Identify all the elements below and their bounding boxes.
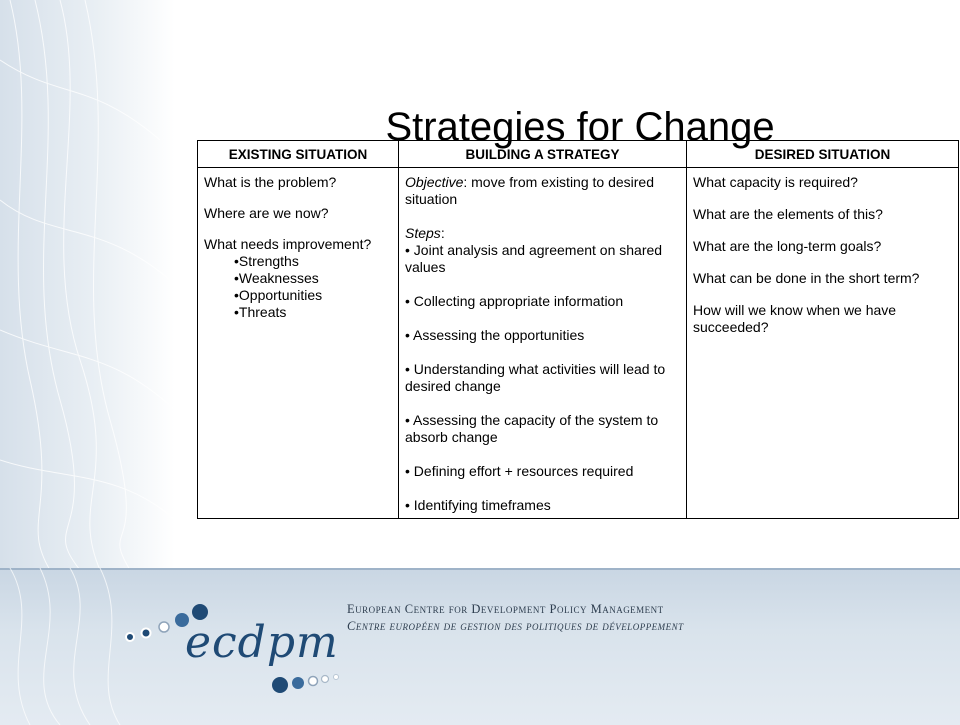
- footer-divider: [0, 568, 960, 570]
- step-item: • Joint analysis and agreement on shared…: [405, 242, 663, 275]
- footer-band: [0, 568, 960, 725]
- step-item: • Identifying timeframes: [405, 497, 551, 513]
- desired-question: What can be done in the short term?: [693, 270, 920, 286]
- swot-item: •Opportunities: [234, 287, 323, 303]
- footer-decorative-lines: [9, 568, 121, 725]
- objective-line: Objective: move from existing to desired…: [405, 174, 680, 208]
- step-item: • Assessing the opportunities: [405, 327, 585, 343]
- desired-question: What are the elements of this?: [693, 206, 883, 222]
- swot-list: •Strengths •Weaknesses •Opportunities •T…: [234, 253, 392, 321]
- decorative-left-strip: [0, 0, 175, 570]
- existing-question: Where are we now?: [204, 205, 329, 221]
- desired-question: What capacity is required?: [693, 174, 858, 190]
- step-item: • Collecting appropriate information: [405, 293, 624, 309]
- step-item: • Assessing the capacity of the system t…: [405, 412, 659, 445]
- existing-question: What needs improvement?: [204, 236, 372, 252]
- step-item: • Understanding what activities will lea…: [405, 361, 666, 394]
- organization-name-french: Centre européen de gestion des politique…: [347, 619, 684, 633]
- table-body-row: What is the problem? Where are we now? W…: [197, 167, 959, 519]
- existing-situation-cell: What is the problem? Where are we now? W…: [197, 167, 399, 519]
- header-existing-situation: EXISTING SITUATION: [197, 140, 399, 168]
- existing-question: What is the problem?: [204, 174, 337, 190]
- steps-label: Steps: [405, 225, 441, 241]
- desired-situation-cell: What capacity is required? What are the …: [686, 167, 959, 519]
- decorative-lines: [0, 0, 175, 570]
- swot-item: •Weaknesses: [234, 270, 319, 286]
- strategy-table: EXISTING SITUATION BUILDING A STRATEGY D…: [197, 140, 959, 519]
- ecdpm-logo-dots: [125, 604, 339, 693]
- header-building-strategy: BUILDING A STRATEGY: [398, 140, 687, 168]
- steps-heading: Steps:: [405, 225, 680, 242]
- steps-colon: :: [440, 225, 445, 241]
- objective-text: : move from existing to desired situatio…: [405, 174, 654, 207]
- header-desired-situation: DESIRED SITUATION: [686, 140, 959, 168]
- objective-label: Objective: [405, 174, 464, 190]
- step-item: • Defining effort + resources required: [405, 463, 634, 479]
- ecdpm-logo-text: ecdpm: [185, 617, 339, 668]
- building-strategy-cell: Objective: move from existing to desired…: [398, 167, 687, 519]
- table-header-row: EXISTING SITUATION BUILDING A STRATEGY D…: [197, 140, 959, 168]
- desired-question: How will we know when we have succeeded?: [693, 302, 897, 335]
- organization-name-english: European Centre for Development Policy M…: [347, 602, 664, 616]
- swot-item: •Strengths: [234, 253, 299, 269]
- desired-question: What are the long-term goals?: [693, 238, 882, 254]
- swot-item: •Threats: [234, 304, 287, 320]
